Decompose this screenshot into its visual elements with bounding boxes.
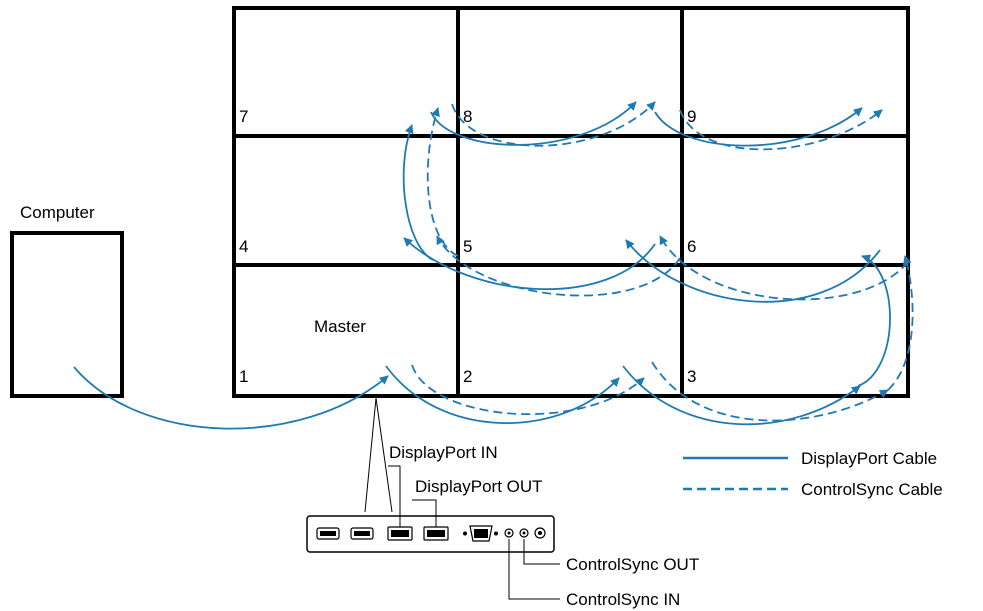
controlsync-in-leader [508,539,560,600]
computer-label: Computer [20,203,95,222]
connector-panel [306,515,555,553]
monitor-number-8: 8 [463,107,472,126]
controlsync-out-label: ControlSync OUT [566,555,699,574]
displayport-cable-7-to-8 [430,101,637,146]
legend-controlsync-label: ControlSync Cable [801,480,943,499]
legend: DisplayPort Cable ControlSync Cable [683,449,943,499]
displayport-out-leader [412,499,437,527]
monitor-number-6: 6 [687,237,696,256]
controlsync-cable-1-to-2 [411,364,645,416]
displayport-cable-4-to-7 [402,124,434,261]
monitor-number-2: 2 [463,367,472,386]
controlsync-cable-4-to-7 [426,107,459,257]
legend-displayport-label: DisplayPort Cable [801,449,937,468]
controlsync-cable-8-to-9 [679,109,883,151]
controlsync-cable-5-to-4 [436,235,681,297]
controlsync-in-label: ControlSync IN [566,590,680,609]
displayport-in-label: DisplayPort IN [389,443,498,462]
monitor-number-1: 1 [239,367,248,386]
controlsync-cable-2-to-3 [651,361,889,422]
controlsync-cable-3-to-6 [887,255,914,391]
monitor-number-9: 9 [687,107,696,126]
displayport-out-label: DisplayPort OUT [415,477,543,496]
controlsync-cable-7-to-8 [451,101,656,147]
displayport-cable-8-to-9 [654,107,863,147]
computer-box [10,231,124,398]
displayport-cable-1-to-2 [385,365,620,424]
displayport-cable-computer-to-1 [73,366,389,430]
controlsync-out-leader [523,539,560,565]
master-label: Master [314,317,366,336]
video-wall-grid [232,6,910,398]
monitor-number-7: 7 [239,107,248,126]
monitor-number-5: 5 [463,237,472,256]
displayport-cable-3-to-6 [857,254,891,387]
displayport-cable-2-to-3 [622,365,861,426]
controlsync-cable-6-to-5 [659,235,909,301]
displayport-in-leader [388,465,401,527]
displayport-cable-6-to-5 [625,239,881,303]
monitor-number-4: 4 [239,237,248,256]
master-callout-lines [364,397,393,513]
monitor-number-3: 3 [687,367,696,386]
